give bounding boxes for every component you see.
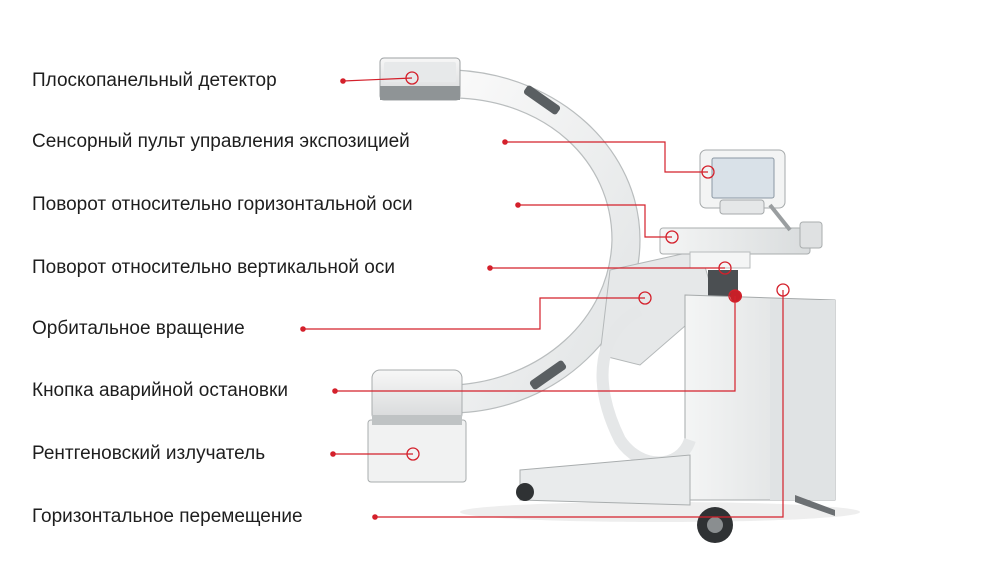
c-arm-arc <box>454 69 641 414</box>
flat-panel-detector <box>379 57 461 101</box>
arc-handle-top <box>523 85 561 115</box>
touch-control-panel <box>699 149 792 232</box>
floor-shadow <box>460 502 860 522</box>
callout-label-touch-panel: Сенсорный пульт управления экспозицией <box>32 131 410 152</box>
emergency-stop-button <box>730 290 742 302</box>
arc-handle-bottom <box>529 360 567 390</box>
horizontal-crossbar <box>659 221 823 269</box>
callout-label-orbital: Орбитальное вращение <box>32 318 245 339</box>
callout-lines <box>303 77 784 518</box>
main-cabinet <box>684 290 836 501</box>
callout-label-horizontal-move: Горизонтальное перемещение <box>32 506 303 527</box>
callout-label-emergency-stop: Кнопка аварийной остановки <box>32 380 288 401</box>
callout-label-horizontal-axis: Поворот относительно горизонтальной оси <box>32 194 413 215</box>
xray-source-unit <box>367 369 467 483</box>
callout-label-xray-source: Рентгеновский излучатель <box>32 443 266 464</box>
mobile-base <box>516 454 835 543</box>
callout-label-detector: Плоскопанельный детектор <box>32 70 277 91</box>
callout-target-rings <box>405 71 790 461</box>
callout-dots <box>300 78 521 520</box>
callout-label-vertical-axis: Поворот относительно вертикальной оси <box>32 257 395 278</box>
